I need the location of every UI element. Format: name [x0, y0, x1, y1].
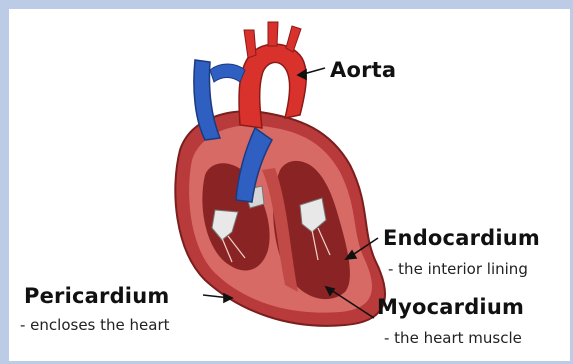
aorta-label: Aorta [330, 60, 396, 81]
endocardium-description: - the interior lining [388, 262, 528, 277]
myocardium-description: - the heart muscle [384, 331, 522, 346]
endocardium-label: Endocardium [383, 228, 540, 249]
pericardium-description: - encloses the heart [20, 318, 170, 333]
pericardium-label: Pericardium [24, 286, 169, 307]
pulmonary-branch [210, 64, 245, 82]
myocardium-label: Myocardium [377, 297, 524, 318]
